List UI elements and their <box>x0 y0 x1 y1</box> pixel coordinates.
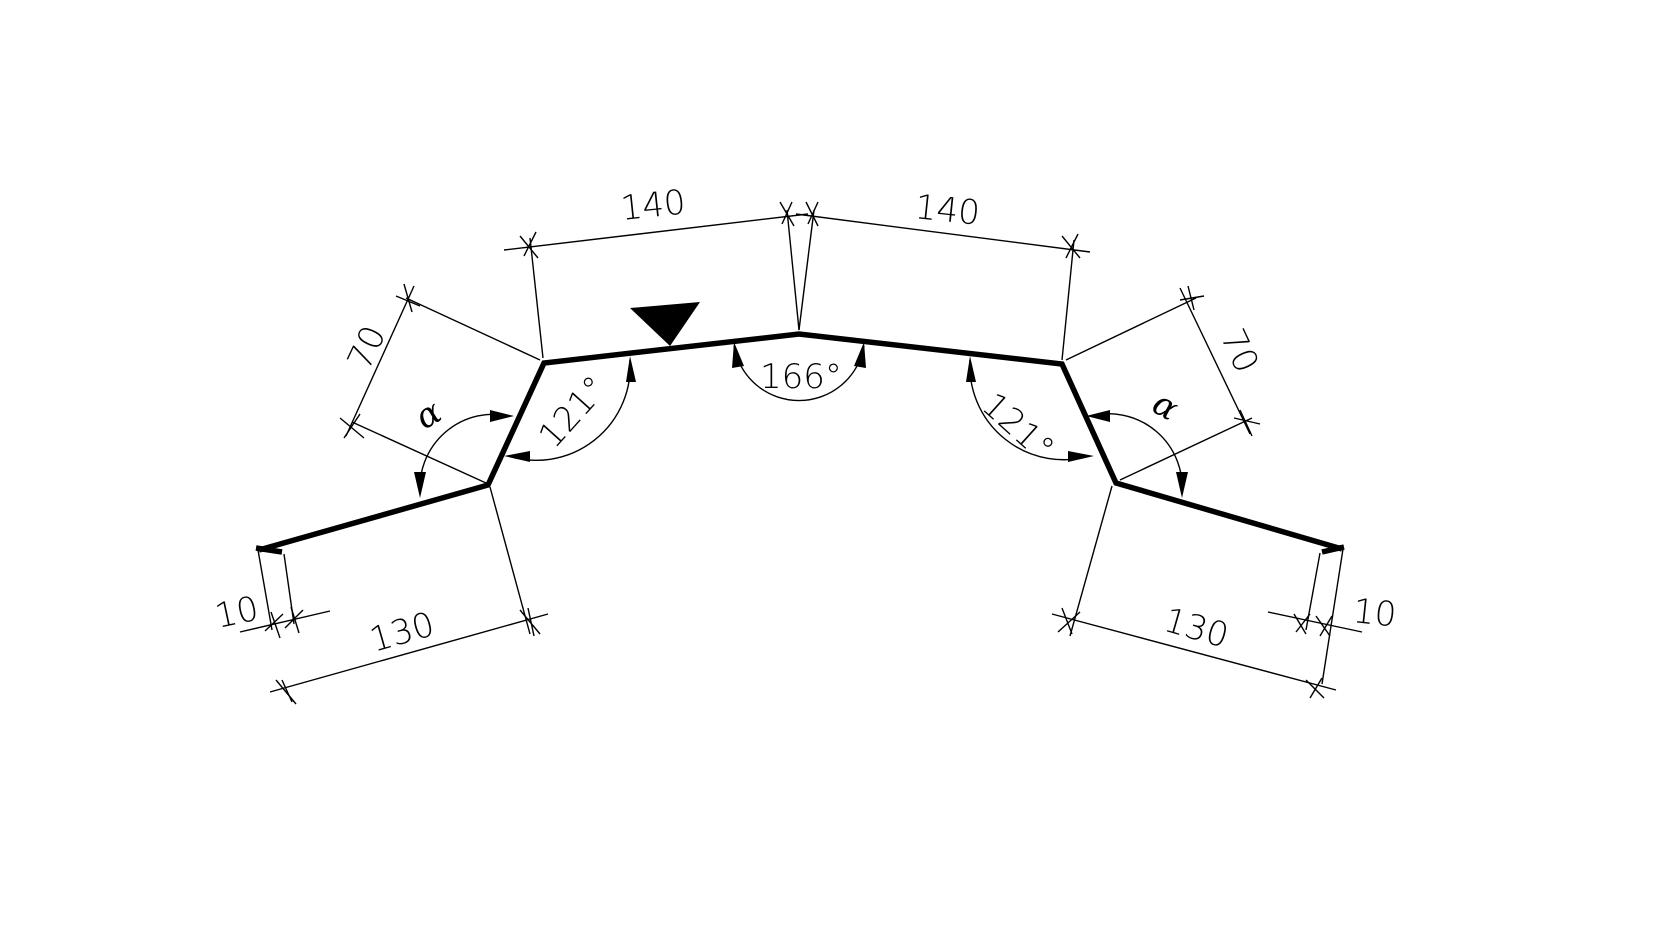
sheet-profile <box>255 331 1345 555</box>
label-left-alpha: α <box>409 392 449 438</box>
tick <box>1061 607 1073 635</box>
tick <box>395 295 421 307</box>
profile-line <box>258 331 1343 553</box>
ext-left-slope-bottom <box>351 421 487 484</box>
tick <box>1295 613 1311 633</box>
tick <box>781 201 793 225</box>
visible-side-marker-icon <box>630 302 700 346</box>
tick <box>1179 295 1205 301</box>
ext-right-outer <box>1069 485 1113 637</box>
dim-right-drip <box>1267 611 1363 633</box>
tick <box>1239 409 1253 437</box>
dim-left-drip <box>239 610 331 633</box>
tick <box>1233 417 1261 425</box>
ext-left-slope-top <box>405 297 541 361</box>
label-right-outer: 130 <box>1160 600 1233 656</box>
tick <box>523 231 537 257</box>
dim-left-top <box>503 213 809 251</box>
arrow-icon <box>966 356 976 382</box>
tick <box>1187 285 1195 311</box>
arrow-icon <box>1068 451 1094 462</box>
tick <box>1315 615 1331 637</box>
ext-ridge-a <box>786 209 800 331</box>
tick <box>527 607 535 637</box>
tick <box>343 413 361 439</box>
label-left-outer: 130 <box>365 604 438 660</box>
tick <box>807 201 819 225</box>
label-left-bend-angle: 121° <box>531 368 616 456</box>
arrow-icon <box>732 342 744 368</box>
arrow-icon <box>626 356 636 382</box>
ext-right-slope-top <box>1065 297 1197 361</box>
arrow-icon <box>490 410 514 422</box>
arrow-icon <box>1086 410 1110 422</box>
ext-left-top-a <box>529 237 544 359</box>
tick <box>281 679 293 703</box>
tick <box>1293 613 1307 635</box>
ext-left-outer <box>489 486 531 635</box>
ext-ridge-b <box>798 209 815 331</box>
tick <box>339 417 365 439</box>
tick <box>1065 233 1079 259</box>
label-right-bend-angle: 121° <box>974 385 1062 470</box>
dim-right-outer <box>1051 613 1337 691</box>
arrow-icon <box>1176 472 1188 498</box>
tick <box>1319 615 1333 637</box>
ext-left-drip-a <box>257 549 273 631</box>
tick <box>403 283 413 313</box>
ext-right-top-b <box>1061 239 1075 361</box>
label-left-drip: 10 <box>212 589 263 637</box>
dimension-lines <box>239 201 1363 705</box>
label-right-top: 140 <box>913 187 982 234</box>
arrow-icon <box>504 451 530 462</box>
arrow-icon <box>854 342 866 368</box>
label-right-alpha: α <box>1146 383 1186 429</box>
label-left-slope: 70 <box>340 320 395 376</box>
tick <box>519 609 541 635</box>
tick <box>270 611 281 639</box>
dim-right-slope <box>1179 287 1251 435</box>
arrow-icon <box>414 472 426 498</box>
tick <box>275 679 297 705</box>
right-drip-edge <box>1321 544 1345 555</box>
dim-left-outer <box>269 613 549 693</box>
arc-right-121 <box>969 359 1091 461</box>
left-drip-edge <box>255 545 283 555</box>
tick <box>1309 677 1323 699</box>
tick <box>290 606 300 634</box>
tick <box>1057 611 1081 633</box>
label-right-drip: 10 <box>1351 591 1398 635</box>
label-left-top: 140 <box>619 182 688 229</box>
ext-right-slope-bottom <box>1119 417 1253 481</box>
label-ridge-angle: 166° <box>760 357 842 397</box>
dim-left-slope <box>345 285 415 437</box>
angle-arcs <box>414 342 1188 498</box>
arc-left-121 <box>507 359 631 461</box>
arc-ridge-166 <box>733 345 865 402</box>
dim-right-top <box>795 213 1091 253</box>
dimension-labels: 140 140 70 70 130 130 10 10 <box>212 182 1399 660</box>
